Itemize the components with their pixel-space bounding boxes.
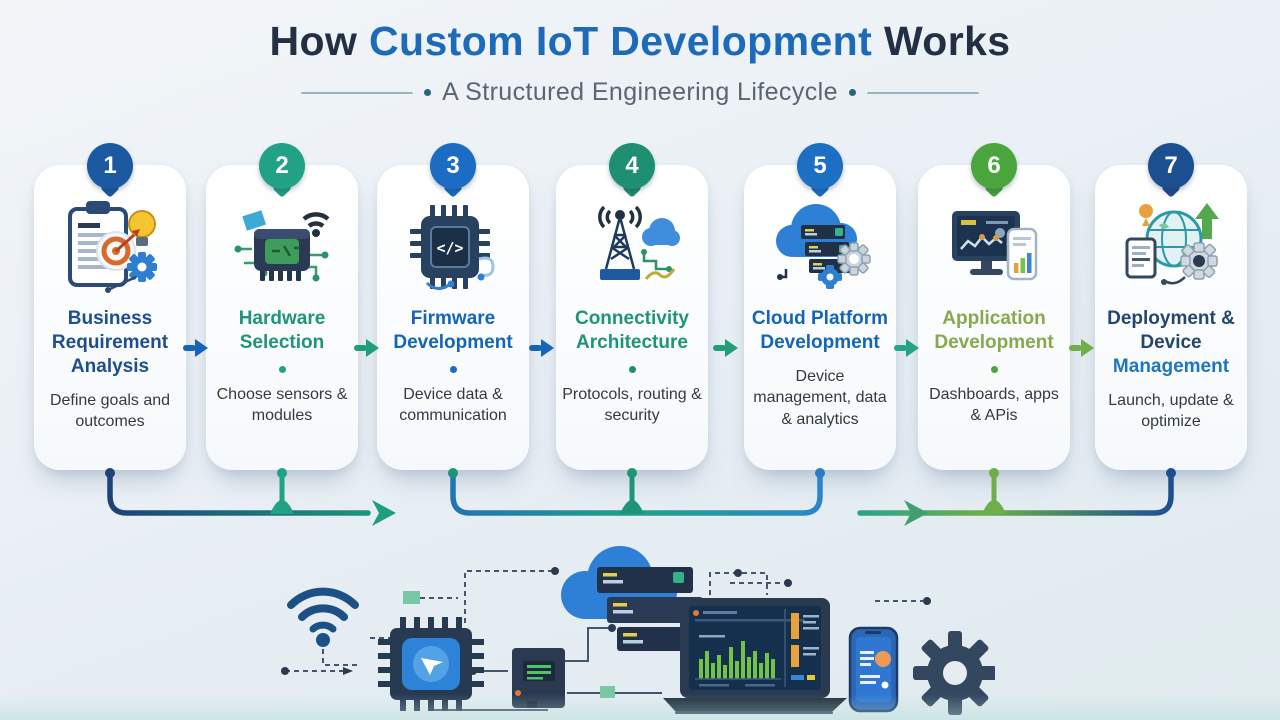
step-number: 7	[1148, 143, 1194, 189]
subtitle-dot-left	[424, 89, 432, 96]
step-number-badge: 5	[797, 143, 843, 198]
step-number-badge: 3	[430, 143, 476, 198]
step-number-badge: 7	[1148, 143, 1194, 198]
chip-code-icon: </>	[377, 189, 529, 305]
title-suffix: Works	[883, 18, 1011, 64]
step-title: Firmware Development	[393, 308, 513, 353]
step-description: Choose sensors & modules	[216, 385, 348, 425]
step-card-deployment-management: 7 Deployment & Devic	[1095, 143, 1247, 470]
step-card-hardware-selection: 2 Hardware Selection Choose sen	[206, 143, 358, 470]
globe-gear-icon	[1095, 189, 1247, 305]
step-card-connectivity-architecture: 4 Connectivity Architecture Protocols, r…	[556, 143, 708, 470]
step-number-badge: 1	[87, 143, 133, 198]
step-number-badge: 4	[609, 143, 655, 198]
step-title-primary: Deployment & Device	[1107, 308, 1235, 353]
step-number: 2	[259, 143, 305, 189]
iot-system-illustration	[281, 546, 995, 715]
phone-icon	[848, 626, 899, 713]
step-description: Launch, update & optimize	[1108, 391, 1234, 431]
step-card-firmware-development: 3 </> Firmware Development Device data &…	[377, 143, 529, 470]
dashboard-devices-icon	[918, 189, 1070, 305]
laptop-icon	[663, 598, 847, 714]
step-description: Device management, data & analytics	[753, 367, 887, 429]
step-description: Define goals and outcomes	[49, 391, 171, 431]
separator-dot	[628, 365, 636, 373]
step-number: 5	[797, 143, 843, 189]
title-prefix: How	[269, 18, 358, 64]
gear-icon	[913, 631, 995, 715]
chip-icon	[378, 617, 484, 711]
flow-arrow-4-5	[713, 339, 738, 357]
separator-dot	[278, 365, 286, 373]
separator-dot	[449, 365, 457, 373]
step-description: Device data & communication	[399, 385, 507, 425]
circuit-lines	[285, 570, 923, 711]
subtitle-row: A Structured Engineering Lifecycle	[0, 78, 1280, 107]
step-number: 1	[87, 143, 133, 189]
pcb-pad	[600, 686, 615, 698]
flow-arrow-5-6	[894, 339, 919, 357]
step-title: Business Requirement Analysis	[51, 308, 169, 377]
circuit-dots	[281, 567, 931, 675]
clipboard-target-icon	[34, 189, 186, 305]
step-title: Application Development	[934, 308, 1054, 353]
step-title: Connectivity Architecture	[574, 308, 690, 353]
step-title-secondary: Management	[1112, 355, 1230, 377]
antenna-cloud-icon	[556, 189, 708, 305]
page-title: How Custom IoT Development Works	[0, 18, 1280, 65]
subtitle-dot-right	[848, 89, 856, 96]
header: How Custom IoT Development Works A Struc…	[0, 18, 1280, 107]
chip-wifi-icon	[206, 189, 358, 305]
step-number: 4	[609, 143, 655, 189]
step-title: Cloud Platform Development	[751, 308, 889, 353]
separator-dot	[990, 365, 998, 373]
step-number: 3	[430, 143, 476, 189]
step-description: Protocols, routing & security	[562, 385, 702, 425]
cloud-servers-icon	[744, 189, 896, 305]
step-card-cloud-platform: 5	[744, 143, 896, 470]
title-highlight: Custom IoT Development	[369, 18, 873, 64]
subtitle-line-left	[301, 91, 414, 94]
flow-arrow-2-3	[354, 339, 379, 357]
step-description: Dashboards, apps & APis	[929, 385, 1059, 425]
code-glyph: </>	[436, 239, 463, 257]
step-title: Hardware Selection	[238, 308, 326, 353]
step-card-business-requirement: 1	[34, 143, 186, 470]
subtitle-line-right	[866, 91, 979, 94]
step-card-application-development: 6 Application Development Dashboards, ap…	[918, 143, 1070, 470]
step-number-badge: 2	[259, 143, 305, 198]
step-title: Deployment & Device Management	[1095, 307, 1247, 379]
lifecycle-connector	[105, 468, 1176, 526]
step-number: 6	[971, 143, 1017, 189]
wifi-icon	[287, 587, 359, 633]
pcb-pad	[403, 591, 420, 604]
controller-icon	[512, 648, 565, 708]
step-number-badge: 6	[971, 143, 1017, 198]
page-subtitle: A Structured Engineering Lifecycle	[442, 78, 838, 106]
flow-arrow-1-2	[183, 339, 208, 357]
flow-arrow-3-4	[529, 339, 554, 357]
flow-arrow-6-7	[1069, 339, 1094, 357]
